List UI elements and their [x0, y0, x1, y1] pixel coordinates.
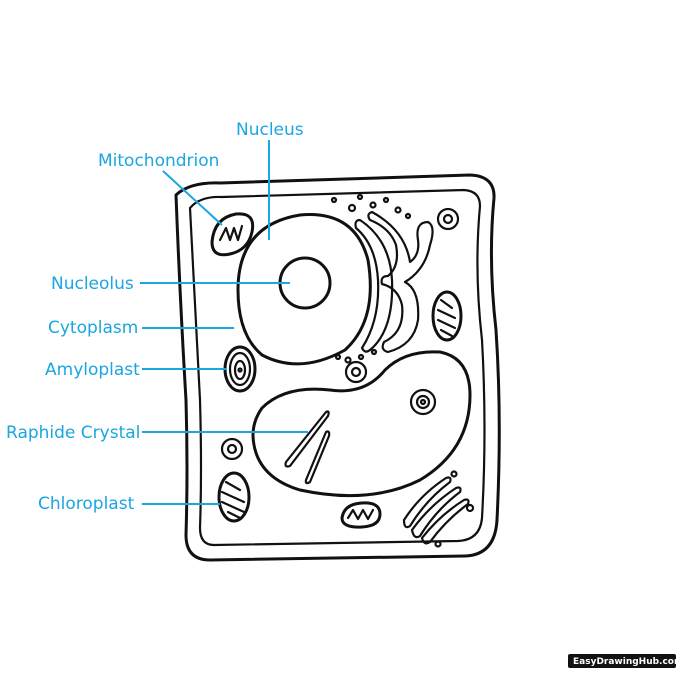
chloroplast-right: [431, 290, 463, 342]
vesicle-left: [220, 437, 244, 461]
cell-wall: [174, 173, 501, 562]
vesicle-center: [344, 360, 368, 384]
vesicle-top-right: [436, 207, 460, 231]
labels: Nucleus Mitochondrion Nucleolus Cytoplas…: [6, 120, 304, 514]
vesicle-vacuole-right: [409, 388, 437, 416]
mitochondrion-bottom: [340, 501, 382, 529]
chloroplast-left: [217, 471, 251, 523]
amyloplast: [223, 345, 257, 393]
endoplasmic-reticulum: [330, 193, 434, 364]
raphide-crystal: [284, 410, 331, 485]
label-cytoplasm: Cytoplasm: [48, 318, 138, 338]
label-mitochondrion: Mitochondrion: [98, 151, 219, 171]
leader-lines: [140, 140, 308, 505]
label-raphide-crystal: Raphide Crystal: [6, 423, 140, 443]
label-amyloplast: Amyloplast: [45, 360, 140, 380]
label-nucleus: Nucleus: [236, 120, 304, 140]
central-vacuole: [251, 350, 472, 498]
label-chloroplast: Chloroplast: [38, 494, 135, 514]
watermark: EasyDrawingHub.com: [568, 654, 680, 668]
watermark-text: EasyDrawingHub.com: [573, 657, 680, 667]
nucleus: [236, 213, 372, 366]
mitochondrion-top: [210, 212, 255, 257]
leader-mitochondrion: [162, 170, 223, 226]
golgi-apparatus: [402, 470, 475, 548]
label-nucleolus: Nucleolus: [51, 274, 134, 294]
